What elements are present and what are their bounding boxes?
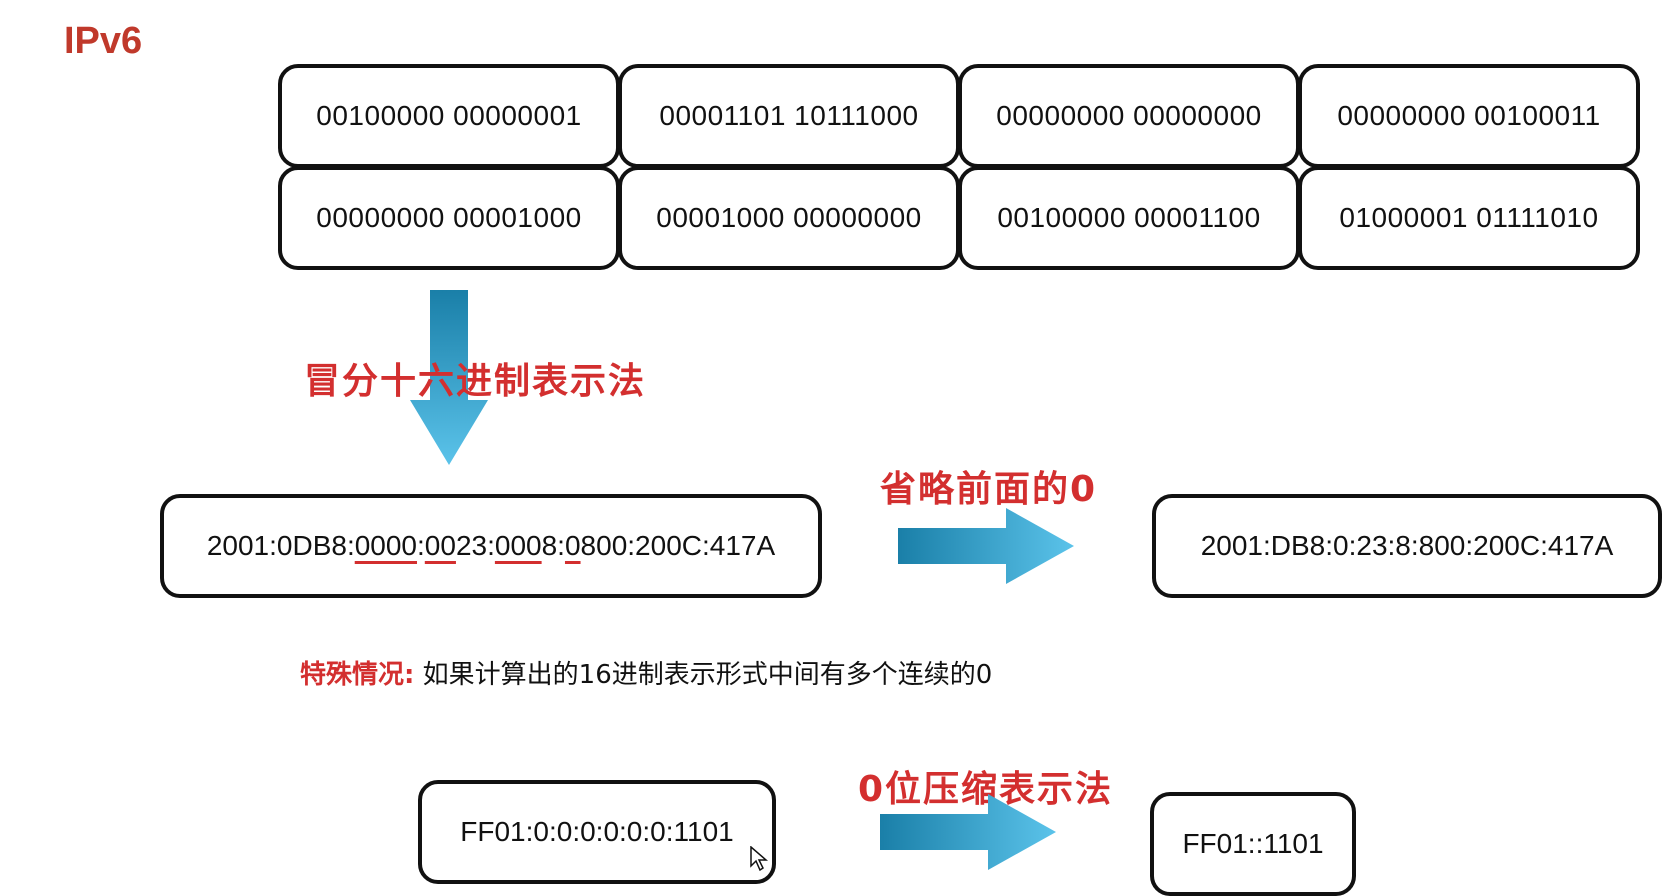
- omit-zero-label: 省略前面的0: [880, 469, 1098, 510]
- address-segment: 8:: [541, 530, 565, 561]
- address-segment: :: [417, 530, 425, 561]
- page-title: IPv6: [64, 20, 143, 62]
- binary-group: 00100000 00001100: [958, 166, 1300, 270]
- binary-group: 00000000 00000000: [958, 64, 1300, 168]
- binary-group: 01000001 01111010: [1298, 166, 1640, 270]
- note-lead: 特殊情况:: [300, 660, 415, 690]
- binary-group: 00100000 00000001: [278, 64, 620, 168]
- special-case-note: 特殊情况: 如果计算出的16进制表示形式中间有多个连续的0: [300, 654, 992, 691]
- binary-address-grid: 00100000 00000001 00001101 10111000 0000…: [278, 64, 1640, 272]
- address-segment-zero: 00: [424, 530, 456, 561]
- binary-group: 00000000 00001000: [278, 166, 620, 270]
- address-segment-zero: 0000: [354, 530, 418, 561]
- address-segment: 2001:0DB8:: [206, 530, 355, 561]
- note-text: 如果计算出的16进制表示形式中间有多个连续的0: [414, 660, 993, 690]
- binary-group: 00001000 00000000: [618, 166, 960, 270]
- short-hex-address: 2001:DB8:0:23:8:800:200C:417A: [1152, 494, 1662, 598]
- right-arrow-icon: [898, 508, 1074, 584]
- zero-compress-label: 0位压缩表示法: [858, 769, 1114, 810]
- colon-hex-label: 冒分十六进制表示法: [304, 361, 647, 402]
- mouse-cursor-icon: [750, 846, 768, 872]
- binary-group: 00001101 10111000: [618, 64, 960, 168]
- address-segment: 23:: [455, 530, 495, 561]
- address-segment-zero: 000: [494, 530, 542, 561]
- right-arrow-icon: [880, 794, 1056, 870]
- zero-compressed-address: FF01::1101: [1150, 792, 1356, 896]
- address-segment: 800:200C:417A: [580, 530, 776, 561]
- address-segment-zero: 0: [564, 530, 581, 561]
- binary-group: 00000000 00100011: [1298, 64, 1640, 168]
- zero-full-address: FF01:0:0:0:0:0:0:1101: [418, 780, 776, 884]
- down-arrow-icon: [410, 290, 488, 465]
